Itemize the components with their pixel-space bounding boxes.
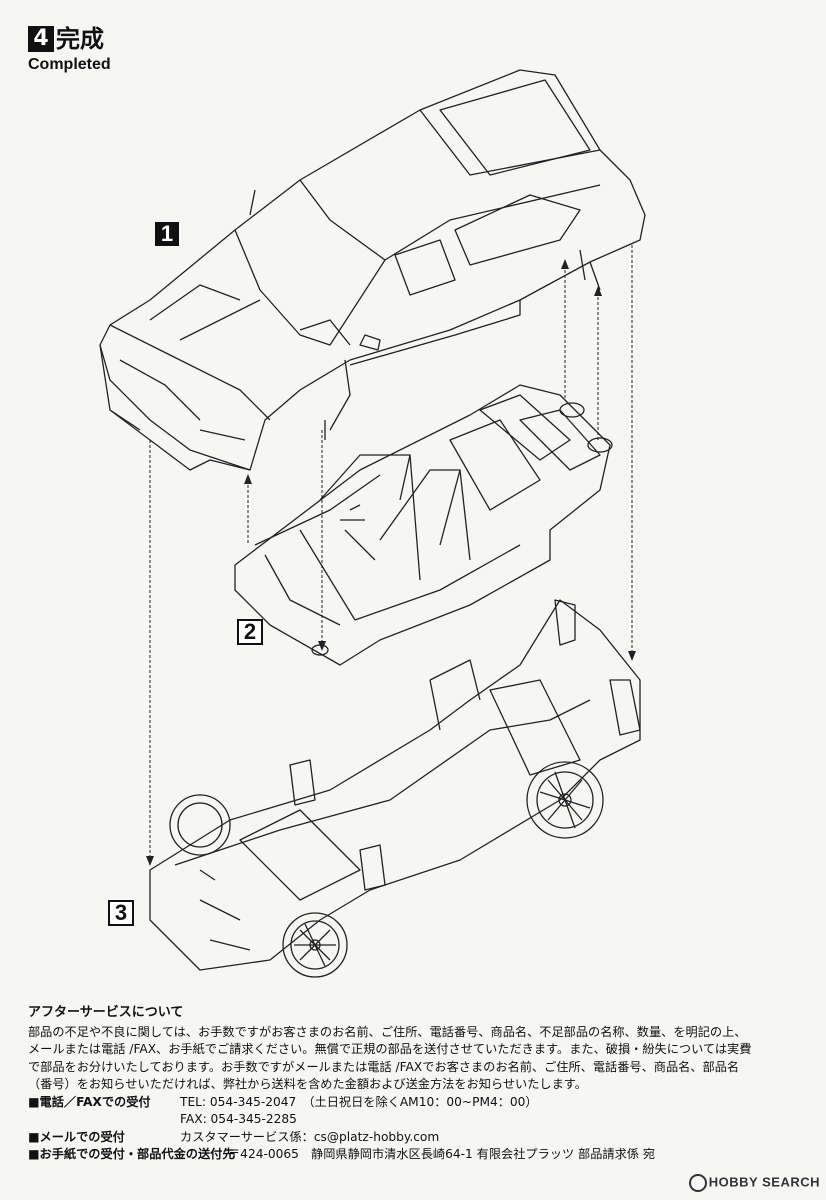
contact-value: 〒424-0065 静岡県静岡市清水区長崎64-1 有限会社プラッツ 部品請求係… xyxy=(228,1147,656,1161)
watermark-text: HOBBY SEARCH xyxy=(708,1174,820,1190)
after-service-title: アフターサービスについて xyxy=(28,1005,184,1020)
car-body-drawing xyxy=(99,69,646,471)
assembly-illustration xyxy=(99,69,646,978)
interior-tub-drawing xyxy=(234,384,613,666)
step-title: 完成 xyxy=(56,25,104,53)
contact-key: ■メールでの受付 xyxy=(28,1129,125,1144)
contact-fax: FAX: 054-345-2285 xyxy=(28,1111,800,1129)
contact-key: ■電話／FAXでの受付 xyxy=(28,1094,151,1109)
contact-key xyxy=(28,1111,180,1129)
step-subtitle: Completed xyxy=(28,56,111,73)
contact-key: ■お手紙での受付・部品代金の送付先 xyxy=(28,1147,235,1161)
assembly-arrows xyxy=(149,245,633,860)
part-label-2: 2 xyxy=(237,619,263,645)
chassis-drawing xyxy=(149,599,641,978)
contact-value: TEL: 054-345-2047 （土日祝日を除くAM10：00~PM4：00… xyxy=(180,1094,538,1109)
after-service-line: 部品の不足や不良に関しては、お手数ですがお客さまのお名前、ご住所、電話番号、商品… xyxy=(28,1024,747,1039)
watermark: HOBBY SEARCH xyxy=(688,1174,820,1192)
part-label-3: 3 xyxy=(108,900,134,926)
after-service-line: で部品をお分けいたしております。お手数ですがメールまたは電話 /FAXでお客さま… xyxy=(28,1059,740,1074)
step-number: 4 xyxy=(28,26,54,52)
contact-value: カスタマーサービス係：cs@platz-hobby.com xyxy=(180,1129,440,1144)
after-service-section: アフターサービスについて 部品の不足や不良に関しては、お手数ですがお客さまのお名… xyxy=(28,1004,800,1164)
hobby-search-logo-icon xyxy=(688,1174,707,1192)
contact-mail: ■お手紙での受付・部品代金の送付先〒424-0065 静岡県静岡市清水区長崎64… xyxy=(28,1146,800,1164)
contact-email: ■メールでの受付 カスタマーサービス係：cs@platz-hobby.com xyxy=(28,1129,800,1147)
contact-value: FAX: 054-345-2285 xyxy=(180,1112,297,1126)
contact-phone: ■電話／FAXでの受付 TEL: 054-345-2047 （土日祝日を除くAM1… xyxy=(28,1094,800,1112)
after-service-line: メールまたは電話 /FAX、お手紙でご請求ください。無償で正規の部品を送付させて… xyxy=(28,1042,752,1056)
part-label-1: 1 xyxy=(155,222,179,246)
after-service-line: （番号）をお知らせいただければ、弊社から送料を含めた金額および送金方法をお知らせ… xyxy=(28,1077,587,1091)
arrow-heads xyxy=(146,259,636,866)
